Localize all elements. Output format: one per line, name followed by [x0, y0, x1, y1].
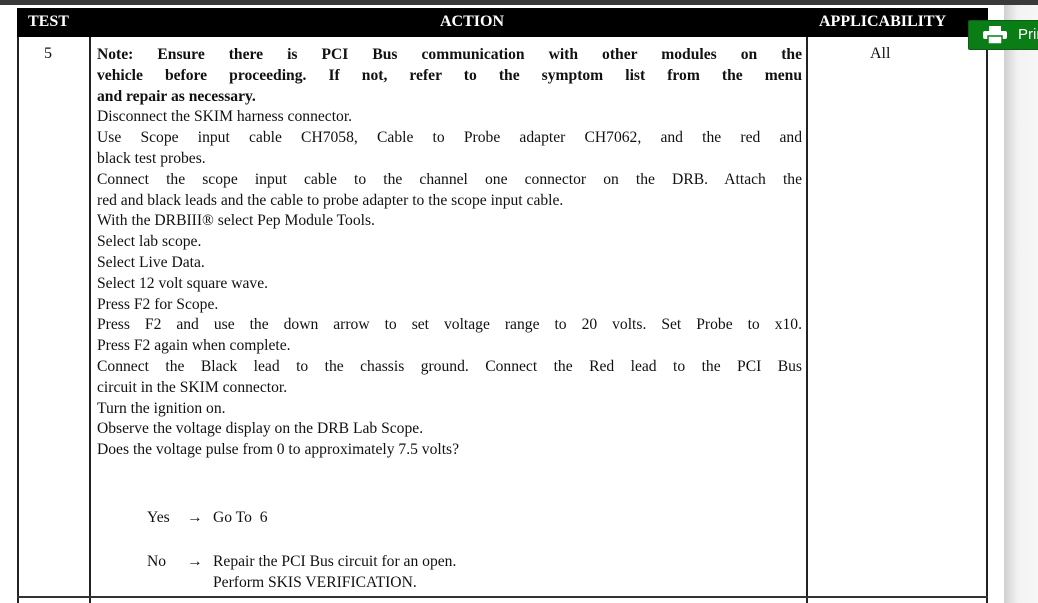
header-action: ACTION — [440, 13, 505, 30]
note-line: Note: Ensure there is PCI Bus communicat… — [97, 46, 802, 63]
header-test: TEST — [28, 13, 69, 30]
step-line: Disconnect the SKIM harness connector. — [97, 108, 353, 126]
row-divider — [17, 596, 988, 598]
step-line: Connect the Black lead to the chassis gr… — [97, 357, 802, 375]
print-button[interactable]: Print — [968, 20, 1038, 50]
step-line: black test probes. — [97, 149, 206, 167]
note-line: vehicle before proceeding. If not, refer… — [97, 66, 802, 84]
column-divider — [89, 37, 91, 603]
step-line: Observe the voltage display on the DRB L… — [97, 420, 424, 438]
action-text: Note: Ensure there is PCI Bus communicat… — [97, 45, 802, 461]
step-line: red and black leads and the cable to pro… — [97, 191, 564, 209]
step-line: Connect the scope input cable to the cha… — [97, 170, 802, 188]
step-line: Press F2 again when complete. — [97, 337, 291, 355]
note-line: and repair as necessary. — [97, 87, 256, 105]
no-result: Repair the PCI Bus circuit for an open. — [213, 553, 457, 570]
arrow-icon: → — [187, 553, 203, 570]
table-border-right — [986, 37, 988, 603]
step-line: circuit in the SKIM connector. — [97, 378, 288, 396]
print-label: Print — [1018, 26, 1038, 43]
no-label: No — [147, 553, 167, 570]
table-border-left — [17, 37, 19, 603]
table-header: TEST ACTION APPLICABILITY — [17, 8, 988, 37]
applicability-value: All — [870, 45, 891, 62]
step-line: Use Scope input cable CH7058, Cable to P… — [97, 129, 802, 147]
printer-icon — [983, 26, 1007, 44]
header-applicability: APPLICABILITY — [819, 13, 947, 30]
step-line: Select Live Data. — [97, 253, 205, 271]
top-bar — [0, 0, 1038, 5]
yes-label: Yes — [147, 509, 170, 526]
column-divider — [806, 37, 808, 603]
step-line: With the DRBIII® select Pep Module Tools… — [97, 212, 375, 230]
no-result-2: Perform SKIS VERIFICATION. — [213, 574, 417, 591]
document-page — [0, 5, 1004, 603]
step-line: Select 12 volt square wave. — [97, 274, 269, 292]
test-number: 5 — [44, 45, 52, 62]
step-line: Turn the ignition on. — [97, 399, 226, 417]
viewer-scroll-gutter[interactable] — [1004, 5, 1038, 603]
step-line: Does the voltage pulse from 0 to approxi… — [97, 441, 460, 459]
arrow-icon: → — [187, 509, 203, 526]
step-line: Select lab scope. — [97, 233, 202, 251]
yes-result: Go To 6 — [213, 509, 268, 526]
step-line: Press F2 and use the down arrow to set v… — [97, 316, 802, 334]
step-line: Press F2 for Scope. — [97, 295, 219, 313]
